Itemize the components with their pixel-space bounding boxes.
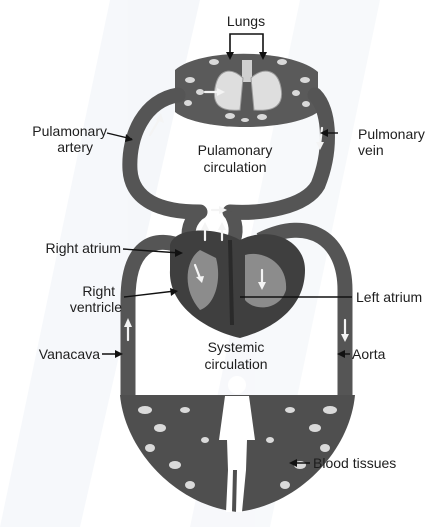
label-systemic-circulation-line2: circulation: [204, 356, 267, 372]
label-pulmonary-circulation-line1: Pulamonary: [198, 142, 273, 158]
label-aorta: Aorta: [352, 346, 386, 362]
label-pulmonary-vein-line1: Pulmonary: [358, 126, 425, 142]
label-right-ventricle-line2: ventricle: [70, 299, 122, 315]
label-right-atrium: Right atrium: [46, 240, 121, 256]
label-systemic-circulation-line1: Systemic: [208, 339, 265, 355]
label-blood-tissues: Blood tissues: [313, 455, 396, 471]
label-pulmonary-artery-line2: artery: [57, 139, 93, 155]
label-right-ventricle-line1: Right: [82, 283, 115, 299]
label-pulmonary-artery-line1: Pulamonary: [32, 123, 107, 139]
label-vena-cava: Vanacava: [39, 346, 100, 362]
label-lungs: Lungs: [227, 13, 265, 29]
label-pulmonary-circulation-line2: circulation: [203, 159, 266, 175]
label-pulmonary-vein-line2: vein: [358, 142, 384, 158]
label-left-atrium: Left atrium: [356, 289, 422, 305]
